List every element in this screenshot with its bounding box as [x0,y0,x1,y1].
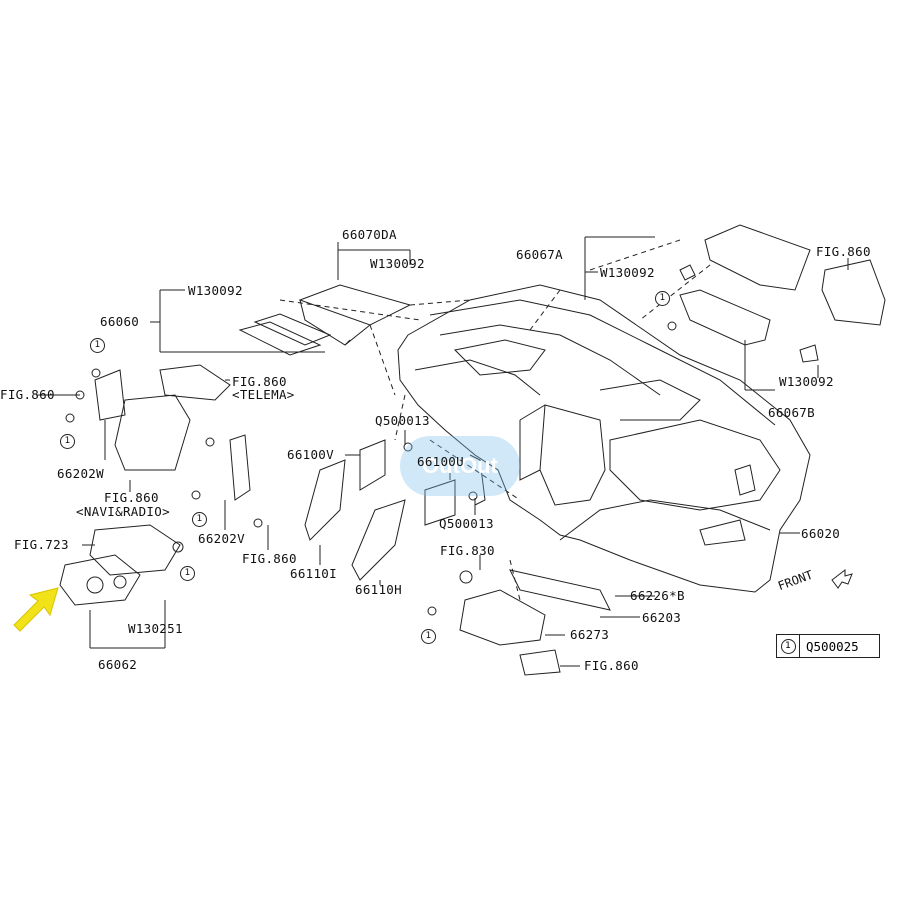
callout-circle: 1 [90,338,105,353]
label-66060: 66060 [100,314,140,329]
label-fig830: FIG.830 [440,543,495,558]
label-66062: 66062 [98,657,138,672]
label-fig723: FIG.723 [14,537,69,552]
part-66060-drawing [238,313,332,356]
label-66202V: 66202V [198,531,245,546]
label-w130092-left: W130092 [188,283,243,298]
label-fig860-left: FIG.860 [0,387,55,402]
legend-box: 1 Q500025 [776,634,880,658]
label-w130092-top: W130092 [370,256,425,271]
label-w130092-right: W130092 [600,265,655,280]
callout-circle: 1 [421,629,436,644]
dashboard-panel-drawing [397,284,811,593]
label-navi-radio: <NAVI&RADIO> [76,504,170,519]
part-66070DA-drawing [298,284,412,346]
legend-symbol: 1 [780,638,796,654]
fasteners-drawing [65,321,677,616]
label-w130092-right2: W130092 [779,374,834,389]
label-q500013-mid: Q500013 [439,516,494,531]
leader-lines [36,236,849,667]
label-66203: 66203 [642,610,682,625]
label-fig860-topright: FIG.860 [816,244,871,259]
label-66110H: 66110H [355,582,402,597]
label-66110I: 66110I [290,566,337,581]
label-66067B: 66067B [768,405,815,420]
label-66226B: 66226*B [630,588,685,603]
callout-circle: 1 [180,566,195,581]
label-66100U: 66100U [417,454,464,469]
label-telema: <TELEMA> [232,387,295,402]
legend-text: Q500025 [806,638,859,654]
callout-circle: 1 [192,512,207,527]
label-fig860-lower: FIG.860 [242,551,297,566]
legend-symbol-cell: 1 [777,635,800,657]
part-vents-drawing [304,439,456,581]
part-66273-drawing [459,569,611,676]
label-q500013-top: Q500013 [375,413,430,428]
label-fig860-telema: FIG.860 [232,374,287,389]
watermark: OutOut [400,436,520,496]
part-fig860-box-drawing [821,259,886,326]
part-66062-drawing [59,524,181,606]
label-66100V: 66100V [287,447,334,462]
label-66020: 66020 [801,526,841,541]
label-fig860-navi: FIG.860 [104,490,159,505]
front-arrow [831,568,853,589]
label-66067A: 66067A [516,247,563,262]
label-fig860-bottom: FIG.860 [584,658,639,673]
callout-circle: 1 [655,291,670,306]
label-w130251: W130251 [128,621,183,636]
callout-circle: 1 [60,434,75,449]
yellow-arrow-icon [13,587,59,632]
label-66202W: 66202W [57,466,104,481]
label-66070DA: 66070DA [342,227,397,242]
part-navi-screen-drawing [94,364,251,501]
label-66273: 66273 [570,627,610,642]
part-66067A-drawing [679,224,819,363]
